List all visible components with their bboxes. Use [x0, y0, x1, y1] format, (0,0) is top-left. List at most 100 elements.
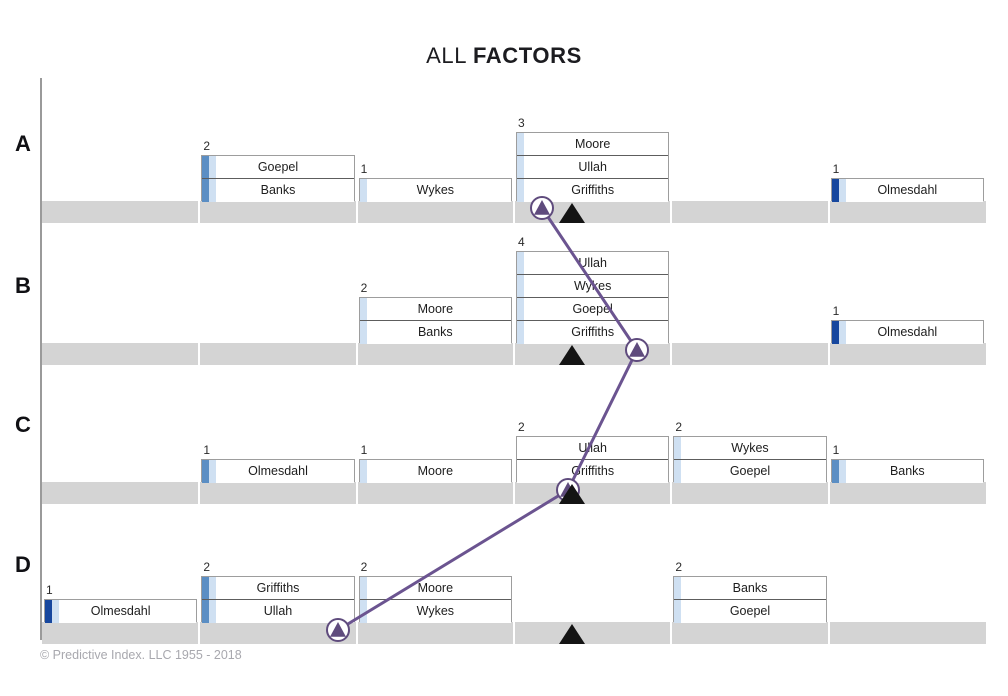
- person-name: Ullah: [578, 256, 607, 270]
- stack-cell[interactable]: Olmesdahl: [831, 321, 983, 344]
- swatch-light-icon: [209, 179, 217, 202]
- stack-cell[interactable]: Banks: [674, 577, 826, 600]
- stack-cell[interactable]: Griffiths: [202, 577, 354, 600]
- stack-cell[interactable]: Ullah: [517, 437, 669, 460]
- person-name: Banks: [417, 325, 453, 339]
- row-label-c: C: [15, 412, 31, 437]
- stack-count-label: 1: [203, 443, 211, 457]
- stack-count-label: 1: [360, 162, 368, 176]
- stack-count-label: 1: [832, 443, 840, 457]
- person-name: Moore: [574, 137, 611, 151]
- band-separator: [355, 482, 358, 504]
- baseline-band-c: [42, 482, 986, 504]
- person-name: Goepel: [729, 604, 771, 618]
- stack-cell[interactable]: Banks: [202, 179, 354, 202]
- stack-count-label: 1: [832, 162, 840, 176]
- stack-cell[interactable]: Moore: [359, 460, 511, 483]
- person-name: Goepel: [257, 160, 299, 174]
- stack-cell[interactable]: Goepel: [674, 460, 826, 483]
- stack-cell[interactable]: Olmesdahl: [831, 179, 983, 202]
- person-name: Banks: [889, 464, 925, 478]
- stack-cell[interactable]: Griffiths: [517, 179, 669, 202]
- stack-cell[interactable]: Wykes: [359, 179, 511, 202]
- band-separator: [198, 343, 201, 365]
- band-separator: [355, 622, 358, 644]
- stack-cell[interactable]: Goepel: [202, 156, 354, 179]
- swatch-light-icon: [674, 460, 682, 483]
- stack-count-label: 2: [203, 560, 211, 574]
- person-name: Wykes: [416, 604, 455, 618]
- band-separator: [827, 622, 830, 644]
- swatch-light-icon: [359, 179, 367, 202]
- y-axis-line: [40, 78, 42, 640]
- swatch-light-icon: [209, 600, 217, 623]
- title-bold: FACTORS: [472, 43, 582, 68]
- swatch-dark-icon: [831, 321, 839, 344]
- swatch-dark-icon: [202, 156, 210, 178]
- stack-cell[interactable]: Ullah: [202, 600, 354, 623]
- midpoint-triangle-icon: [558, 484, 585, 504]
- band-separator: [827, 201, 830, 223]
- swatch-dark-icon: [202, 460, 210, 483]
- person-name: Moore: [417, 302, 454, 316]
- stack-cell[interactable]: Banks: [359, 321, 511, 344]
- band-separator: [198, 482, 201, 504]
- band-separator: [827, 343, 830, 365]
- stack-cell[interactable]: Wykes: [674, 437, 826, 460]
- band-separator: [355, 201, 358, 223]
- person-name: Olmesdahl: [877, 325, 938, 339]
- stack-cell[interactable]: Griffiths: [517, 460, 669, 483]
- stack-cell[interactable]: Wykes: [517, 275, 669, 298]
- stack-cell[interactable]: Moore: [359, 298, 511, 321]
- midpoint-triangle-icon: [558, 345, 585, 365]
- stack-count-label: 2: [360, 281, 368, 295]
- band-separator: [670, 482, 673, 504]
- stack-cell[interactable]: Olmesdahl: [45, 600, 197, 623]
- stack-cell[interactable]: Wykes: [359, 600, 511, 623]
- stack-cell[interactable]: Moore: [517, 133, 669, 156]
- swatch-light-icon: [209, 156, 217, 178]
- swatch-light-icon: [838, 179, 846, 202]
- stack-cell[interactable]: Banks: [831, 460, 983, 483]
- stack-count-label: 2: [675, 420, 683, 434]
- stack-cell[interactable]: Ullah: [517, 252, 669, 275]
- stack-cell[interactable]: Ullah: [517, 156, 669, 179]
- person-name: Ullah: [578, 160, 607, 174]
- stack-cell[interactable]: Goepel: [517, 298, 669, 321]
- swatch-light-icon: [838, 460, 846, 483]
- swatch-dark-icon: [831, 460, 839, 483]
- swatch-light-icon: [838, 321, 846, 344]
- swatch-light-icon: [674, 577, 682, 599]
- row-label-a: A: [15, 131, 31, 156]
- stack-cell[interactable]: Griffiths: [517, 321, 669, 344]
- stack-cell[interactable]: Olmesdahl: [202, 460, 354, 483]
- person-name: Banks: [732, 581, 768, 595]
- person-name: Moore: [417, 464, 454, 478]
- person-name: Griffiths: [571, 464, 615, 478]
- page-title: ALL FACTORS: [0, 43, 1008, 69]
- person-name: Griffiths: [256, 581, 300, 595]
- stack-cell[interactable]: Goepel: [674, 600, 826, 623]
- copyright-footer: © Predictive Index. LLC 1955 - 2018: [40, 648, 242, 662]
- stack-cell[interactable]: Moore: [359, 577, 511, 600]
- stack-count-label: 2: [360, 560, 368, 574]
- band-separator: [670, 622, 673, 644]
- swatch-light-icon: [674, 600, 682, 623]
- swatch-light-icon: [209, 460, 217, 483]
